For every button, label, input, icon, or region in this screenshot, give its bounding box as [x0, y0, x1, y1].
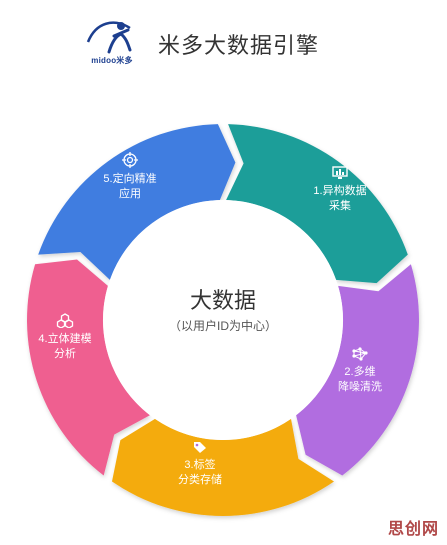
header: midoo米多 米多大数据引擎	[0, 0, 447, 80]
segment-3-arrow	[296, 264, 419, 476]
segment-4-line2: 分析	[54, 348, 76, 360]
center-circle	[103, 200, 343, 440]
segment-5-label: 5.定向精准 应用	[80, 152, 180, 202]
segment-5-arrow	[27, 259, 150, 476]
segment-3-line1: 3.标签	[184, 459, 216, 471]
segment-3-label: 3.标签 分类存储	[150, 440, 250, 488]
tag-icon	[194, 442, 206, 453]
midoo-logo-icon	[86, 21, 132, 54]
segment-2-arrow	[226, 124, 408, 284]
segment-5-line1: 5.定向精准	[103, 173, 157, 185]
segment-2-line2: 降噪清洗	[338, 381, 382, 393]
center-title: 大数据	[189, 288, 256, 313]
segment-2-line1: 2.多维	[344, 366, 376, 378]
segment-1-line2: 采集	[329, 200, 351, 212]
network-icon	[352, 347, 368, 361]
segment-1-label: 1.异构数据 采集	[290, 166, 390, 214]
target-icon	[122, 152, 138, 168]
segment-5-line2: 应用	[119, 188, 141, 200]
segment-4-line1: 4.立体建模	[38, 333, 92, 345]
cubes-icon	[56, 313, 74, 328]
monitor-chart-icon	[332, 166, 348, 179]
segment-1-line1: 1.异构数据	[313, 185, 367, 197]
logo-text: midoo米多	[91, 56, 133, 65]
segment-3-line2: 分类存储	[178, 474, 222, 486]
segment-4-label: 4.立体建模 分析	[15, 313, 115, 362]
segment-4-arrow	[112, 418, 334, 516]
midoo-logo: midoo米多	[84, 16, 140, 66]
segment-2-label: 2.多维 降噪清洗	[310, 347, 410, 395]
segment-1-arrow	[38, 124, 236, 280]
watermark: 思创网	[387, 521, 439, 538]
page-title: 米多大数据引擎	[158, 33, 320, 58]
center-subtitle: （以用户ID为中心）	[168, 319, 277, 333]
